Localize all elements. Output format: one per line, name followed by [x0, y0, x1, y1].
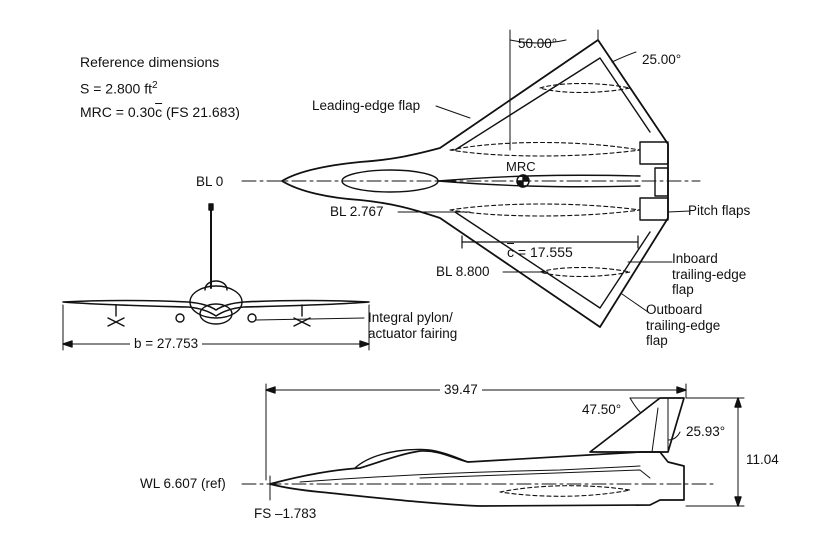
label-outboard-line3: flap	[646, 333, 668, 349]
label-pylon: Integral pylon/ actuator fairing	[368, 310, 457, 341]
front-fuselage	[189, 285, 243, 319]
store-upper-1	[539, 82, 631, 94]
reference-mrc-fs: (FS 21.683)	[162, 104, 240, 120]
label-fs: FS –1.783	[254, 506, 317, 521]
length-arrow-right	[676, 386, 687, 394]
front-canopy	[204, 280, 228, 291]
reference-area: S = 2.800 ft2	[80, 80, 158, 97]
sweep-arc-outboard	[611, 51, 637, 63]
label-outboard-te-flap: Outboard trailing-edge flap	[646, 302, 720, 349]
label-outboard-line1: Outboard	[646, 302, 703, 317]
reference-mrc-cbar: c	[155, 104, 163, 120]
label-sweep-inboard: 50.00°	[518, 36, 558, 51]
front-fin-tip	[208, 203, 214, 211]
front-wing	[62, 299, 370, 317]
side-canopy	[354, 448, 469, 469]
store-lower-2	[449, 203, 641, 217]
label-sweep-outboard: 25.00°	[642, 52, 682, 67]
side-store	[499, 485, 631, 497]
tail-te-arc	[667, 431, 681, 441]
label-outboard-line2: trailing-edge	[646, 317, 721, 333]
label-inboard-line3: flap	[672, 282, 694, 298]
side-strake	[299, 465, 641, 483]
reference-mrc-text: MRC = 0.30	[80, 104, 156, 120]
label-bl0: BL 0	[196, 174, 224, 189]
label-height: 11.04	[746, 452, 779, 467]
label-bl2767: BL 2.767	[330, 204, 384, 219]
length-arrow-left	[265, 386, 276, 394]
label-length: 39.47	[440, 382, 482, 398]
label-tail-te-sweep: 25.93°	[686, 424, 726, 439]
tail-sweep-arc	[629, 397, 641, 413]
side-view	[241, 383, 745, 507]
span-arrow-left	[62, 340, 73, 348]
side-wing	[419, 469, 651, 479]
label-wl: WL 6.607 (ref)	[140, 476, 226, 491]
label-pylon-line1: Integral pylon/	[368, 310, 453, 325]
le-flap-hinge-lower	[454, 211, 651, 309]
label-inboard-line2: trailing-edge	[672, 266, 747, 282]
label-tail-sweep: 47.50°	[582, 402, 622, 417]
le-flap-hinge	[454, 57, 651, 151]
leader-le-flap	[435, 105, 471, 119]
label-span: b = 27.753	[130, 336, 203, 352]
nozzle-upper	[639, 141, 669, 165]
spine-line-lower	[437, 180, 641, 188]
front-pylon-left	[175, 313, 185, 323]
height-arrow-bottom	[734, 496, 742, 507]
label-pitch-flaps: Pitch flaps	[688, 203, 751, 218]
reference-area-exponent: 2	[152, 80, 158, 91]
sweep-arc-inboard	[509, 39, 567, 44]
label-mrc: MRC	[506, 159, 536, 174]
nozzle-center	[654, 167, 669, 197]
leader-outboard-flap	[621, 293, 649, 313]
reference-mrc: MRC = 0.30c (FS 21.683)	[80, 104, 240, 120]
label-inboard-te-flap: Inboard trailing-edge flap	[672, 251, 746, 298]
front-store-left	[107, 304, 125, 327]
front-store-right	[293, 304, 311, 327]
spine-line	[437, 174, 641, 182]
reference-title: Reference dimensions	[80, 54, 220, 70]
front-intake	[199, 303, 233, 325]
reference-area-text: S = 2.800 ft	[80, 80, 152, 97]
store-upper-2	[449, 141, 641, 157]
label-cbar: c = 17.555	[507, 244, 573, 260]
side-tail-rudder	[651, 407, 659, 453]
label-bl8800: BL 8.800	[436, 264, 490, 279]
nozzle-lower	[639, 197, 669, 221]
label-cbar-c: c	[507, 244, 514, 260]
label-leading-edge-flap: Leading-edge flap	[312, 98, 421, 113]
label-cbar-value: = 17.555	[514, 244, 573, 260]
leader-pylon	[255, 317, 365, 321]
label-pylon-line2: actuator fairing	[368, 325, 458, 341]
side-fuselage	[269, 450, 685, 507]
span-arrow-right	[359, 340, 370, 348]
front-pylon-right	[247, 313, 257, 323]
height-arrow-top	[734, 397, 742, 408]
plan-view	[241, 29, 701, 328]
label-inboard-line1: Inboard	[672, 251, 718, 266]
leader-pitch-flaps	[667, 210, 691, 213]
front-view	[62, 203, 370, 351]
side-vertical-tail	[589, 397, 685, 453]
mrc-symbol	[516, 174, 530, 188]
store-lower-1	[539, 266, 631, 278]
